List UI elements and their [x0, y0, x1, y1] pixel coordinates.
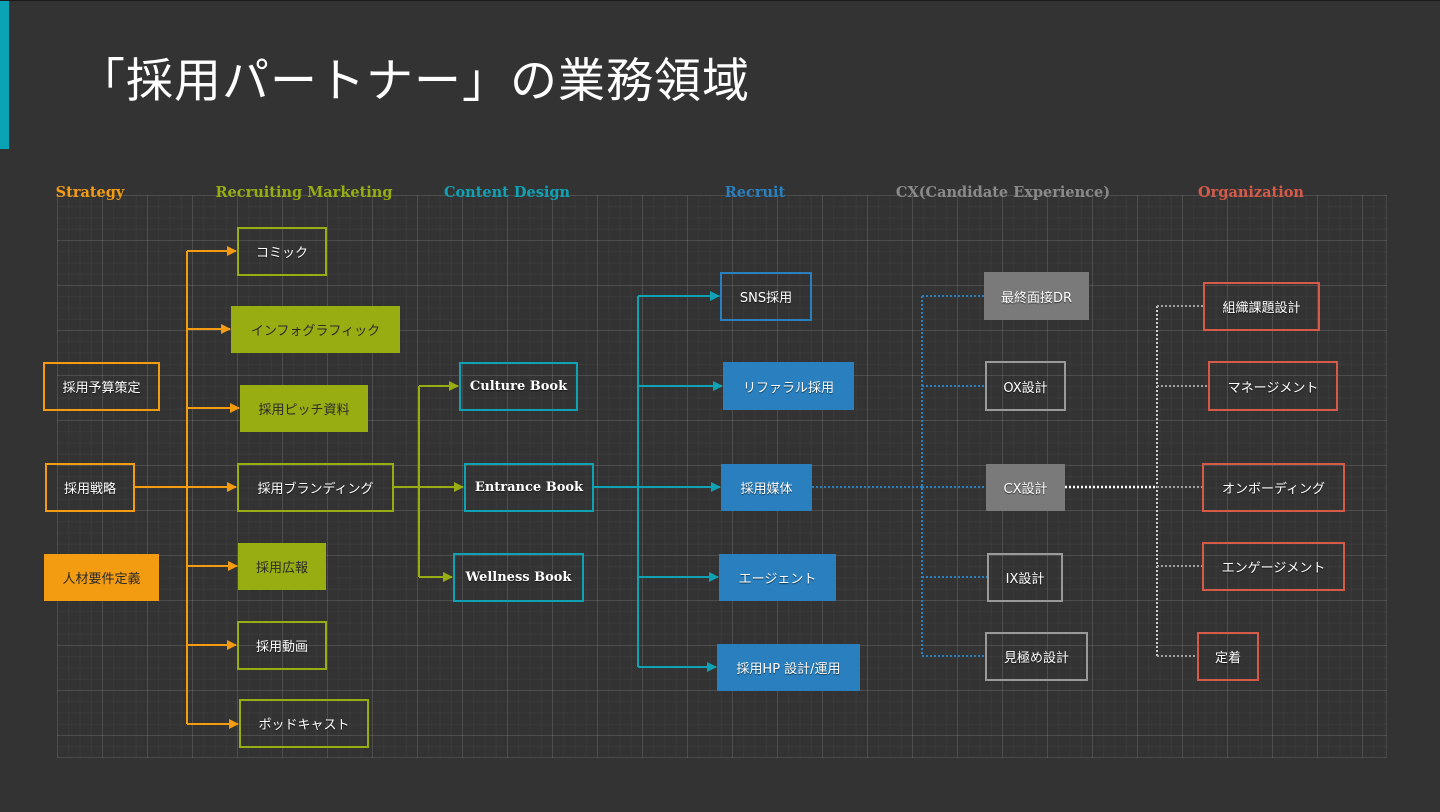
node-marketing-comic[interactable]: コミック	[237, 227, 327, 276]
node-marketing-branding[interactable]: 採用ブランディング	[237, 463, 394, 512]
column-header-strategy: Strategy	[55, 184, 125, 201]
node-marketing-podcast[interactable]: ポッドキャスト	[239, 699, 369, 748]
node-recruit-sns[interactable]: SNS採用	[720, 272, 812, 321]
node-marketing-infographic[interactable]: インフォグラフィック	[231, 306, 400, 353]
node-org-engagement[interactable]: エンゲージメント	[1202, 542, 1345, 591]
accent-bar	[0, 1, 9, 149]
node-org-retention[interactable]: 定着	[1197, 632, 1259, 681]
node-strategy-budget[interactable]: 採用予算策定	[43, 362, 160, 411]
node-cx-ox-design[interactable]: OX設計	[985, 361, 1066, 411]
node-recruit-agent[interactable]: エージェント	[719, 554, 836, 601]
top-border	[0, 0, 1440, 1]
node-strategy-recruiting-strategy[interactable]: 採用戦略	[45, 463, 135, 512]
node-content-entrance-book[interactable]: Entrance Book	[464, 463, 594, 512]
node-marketing-pr[interactable]: 採用広報	[238, 543, 326, 590]
column-header-content: Content Design	[443, 184, 571, 201]
node-marketing-video[interactable]: 採用動画	[237, 621, 327, 670]
node-strategy-talent-requirements[interactable]: 人材要件定義	[44, 554, 159, 601]
node-recruit-job-media[interactable]: 採用媒体	[721, 464, 812, 511]
node-recruit-referral[interactable]: リファラル採用	[723, 362, 854, 410]
column-header-marketing: Recruiting Marketing	[215, 184, 393, 201]
node-recruit-hp-design[interactable]: 採用HP 設計/運用	[717, 644, 860, 691]
node-org-issue-design[interactable]: 組織課題設計	[1203, 282, 1320, 331]
node-content-wellness-book[interactable]: Wellness Book	[453, 553, 584, 602]
node-org-management[interactable]: マネージメント	[1208, 361, 1338, 411]
node-cx-screening-design[interactable]: 見極め設計	[985, 632, 1088, 681]
column-header-recruit: Recruit	[724, 184, 786, 201]
node-content-culture-book[interactable]: Culture Book	[459, 362, 578, 411]
column-header-organization: Organization	[1198, 184, 1304, 201]
slide-title: 「採用パートナー」の業務領域	[78, 54, 750, 109]
node-cx-final-interview-dr[interactable]: 最終面接DR	[984, 272, 1089, 320]
node-cx-ix-design[interactable]: IX設計	[987, 553, 1063, 602]
column-header-cx: CX(Candidate Experience)	[895, 184, 1111, 201]
node-org-onboarding[interactable]: オンボーディング	[1202, 463, 1345, 512]
node-cx-cx-design[interactable]: CX設計	[986, 464, 1065, 511]
node-marketing-pitch-deck[interactable]: 採用ピッチ資料	[240, 385, 368, 432]
